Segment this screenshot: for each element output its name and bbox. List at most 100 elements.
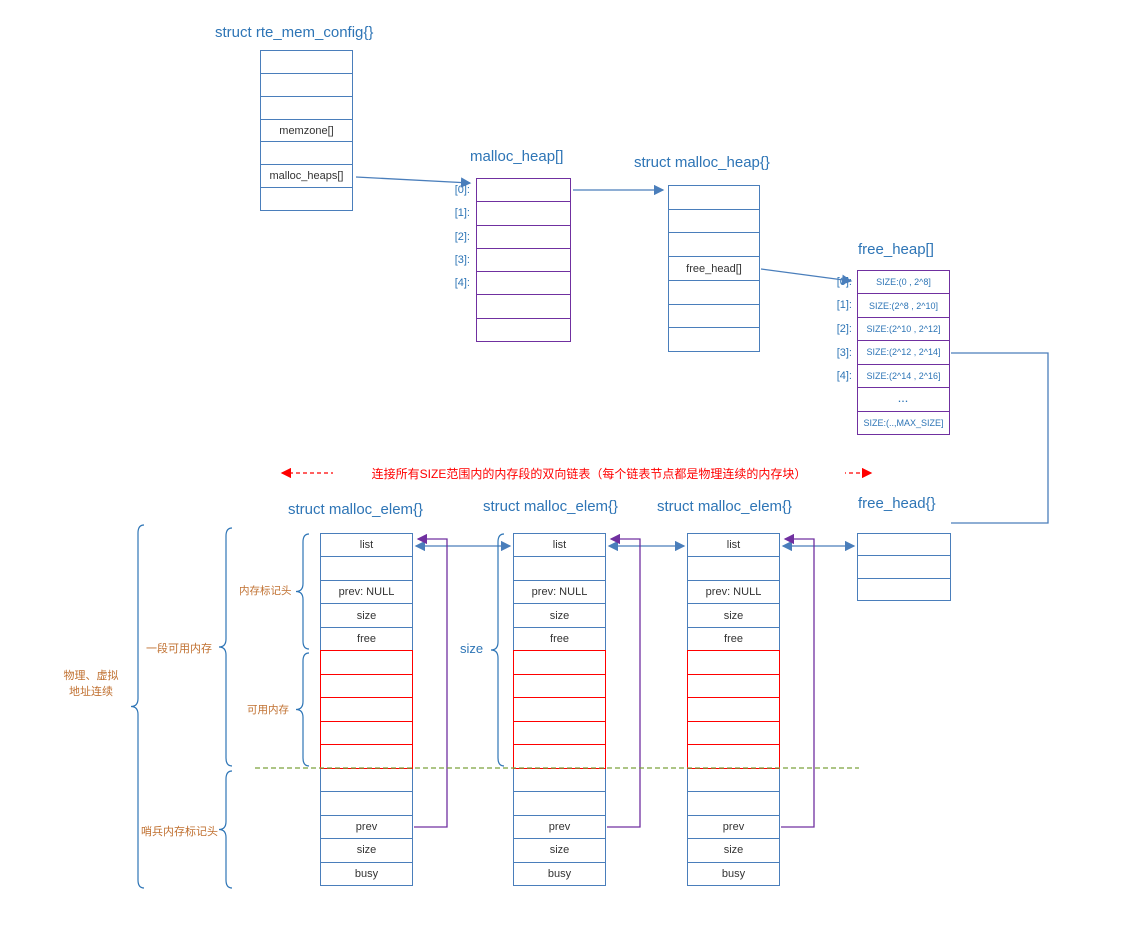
rte-mem-config-table: memzone[]malloc_heaps[] — [260, 50, 353, 212]
table-row — [687, 650, 780, 675]
table-row: size — [513, 838, 606, 863]
table-row — [260, 50, 353, 74]
table-row: size — [687, 603, 780, 628]
table-row — [668, 303, 760, 329]
table-row: busy — [687, 861, 780, 887]
free-head-table — [857, 533, 951, 601]
free-heap-indices: [0]:[1]:[2]:[3]:[4]: — [812, 270, 852, 388]
table-row — [687, 697, 780, 722]
table-row — [320, 697, 413, 722]
table-row: free — [513, 626, 606, 652]
brace-header — [295, 533, 310, 650]
table-row — [857, 533, 951, 557]
usable-mem-label: 可用内存 — [247, 704, 289, 716]
table-row — [857, 577, 951, 601]
prev-loop-elem1 — [414, 533, 448, 828]
table-row — [513, 720, 606, 746]
table-row: SIZE:(0 , 2^8] — [857, 270, 950, 295]
table-row: SIZE:(2^14 , 2^16] — [857, 363, 950, 389]
malloc-elem-title-2: struct malloc_elem{} — [483, 498, 619, 515]
table-row — [476, 224, 571, 249]
table-row: size — [320, 603, 413, 628]
table-row: prev: NULL — [513, 579, 606, 605]
malloc-heap-indices: [0]:[1]:[2]:[3]:[4]: — [428, 178, 470, 295]
table-row — [687, 673, 780, 699]
table-row — [668, 327, 760, 353]
table-row: prev: NULL — [320, 579, 413, 605]
brace-size — [490, 533, 505, 767]
table-row — [320, 673, 413, 699]
prev-loop-elem3 — [781, 533, 815, 828]
brace-usable-mem — [295, 652, 310, 767]
table-row — [260, 141, 353, 166]
table-row — [687, 744, 780, 769]
index-label: [3]: — [454, 253, 470, 266]
table-row: busy — [320, 861, 413, 887]
table-row: SIZE:(..,MAX_SIZE] — [857, 410, 950, 435]
index-label: [3]: — [836, 346, 852, 359]
table-row: list — [320, 533, 413, 558]
malloc-heap-array-title: malloc_heap[] — [470, 148, 564, 165]
phys-virt-line2: 地址连续 — [69, 686, 113, 698]
table-row — [260, 95, 353, 120]
index-label: [0]: — [836, 275, 852, 288]
malloc-heap-struct-title: struct malloc_heap{} — [634, 154, 770, 171]
table-row: free — [320, 626, 413, 652]
index-label: [0]: — [454, 183, 470, 196]
size-label: size — [460, 641, 484, 656]
table-row — [687, 791, 780, 816]
table-row — [668, 208, 760, 234]
malloc-elem-title-1: struct malloc_elem{} — [288, 501, 424, 518]
index-label: [1]: — [454, 207, 470, 220]
table-row — [513, 697, 606, 722]
table-row — [476, 178, 571, 203]
sentinel-label: 哨兵内存标记头 — [141, 826, 218, 838]
table-row — [668, 232, 760, 258]
table-row — [320, 791, 413, 816]
rte-mem-config-title: struct rte_mem_config{} — [215, 24, 374, 41]
table-row: prev: NULL — [687, 579, 780, 605]
table-row — [513, 650, 606, 675]
table-row — [260, 187, 353, 212]
prev-loop-elem2 — [607, 533, 641, 828]
index-label: [4]: — [836, 370, 852, 383]
table-row — [513, 791, 606, 816]
free-heap-table: SIZE:(0 , 2^8]SIZE:(2^8 , 2^10]SIZE:(2^1… — [857, 270, 950, 435]
malloc-heap-struct-table: free_head[] — [668, 185, 760, 353]
table-row — [476, 271, 571, 296]
usable-block-label: 一段可用内存 — [146, 643, 212, 655]
table-row: SIZE:(2^12 , 2^14] — [857, 340, 950, 365]
header-label: 内存标记头 — [239, 585, 292, 597]
table-row — [320, 744, 413, 769]
table-row — [320, 767, 413, 793]
table-row: list — [513, 533, 606, 558]
table-row — [857, 555, 951, 579]
table-row: SIZE:(2^8 , 2^10] — [857, 293, 950, 318]
table-row — [320, 650, 413, 675]
table-row — [320, 556, 413, 581]
table-row: SIZE:(2^10 , 2^12] — [857, 316, 950, 342]
table-row: prev — [320, 814, 413, 840]
table-row — [320, 720, 413, 746]
table-row — [687, 767, 780, 793]
table-row: ... — [857, 387, 950, 412]
index-label: [2]: — [454, 230, 470, 243]
table-row: list — [687, 533, 780, 558]
table-row: size — [513, 603, 606, 628]
brace-usable-block — [218, 527, 233, 767]
table-row: prev — [513, 814, 606, 840]
table-row: busy — [513, 861, 606, 887]
brace-sentinel — [218, 770, 233, 889]
index-label: [1]: — [836, 299, 852, 312]
table-row — [668, 279, 760, 305]
table-row — [687, 556, 780, 581]
table-row — [476, 201, 571, 226]
linked-list-note: 连接所有SIZE范围内的内存段的双向链表（每个链表节点都是物理连续的内存块） — [333, 465, 845, 482]
table-row — [476, 247, 571, 273]
table-row: memzone[] — [260, 118, 353, 143]
table-row — [668, 185, 760, 210]
